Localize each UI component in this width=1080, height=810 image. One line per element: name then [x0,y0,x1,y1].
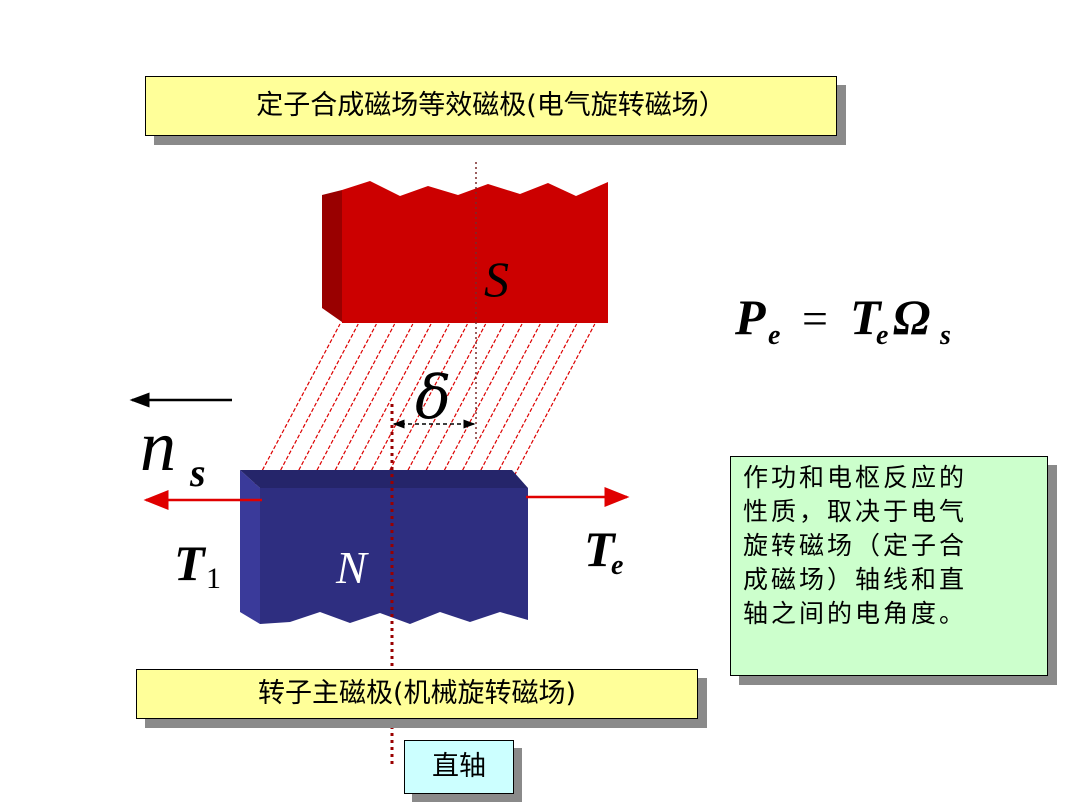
stator-pole [322,181,608,323]
field-line [399,323,487,487]
note-line: 成磁场）轴线和直 [743,565,968,594]
stator-label: 定子合成磁场等效磁极(电气旋转磁场） [145,76,837,136]
field-lines [253,323,596,487]
field-line [271,323,359,487]
field-line [344,323,432,487]
field-line [362,323,450,487]
equation-t: T [850,289,883,345]
equation-t-sub: e [876,320,888,351]
field-line [326,323,414,487]
rotor-pole [240,470,528,624]
torque-left-symbol: T [174,535,207,591]
field-line [490,323,578,487]
pole-n-label: N [335,542,369,593]
field-line [308,323,396,487]
note-line: 性质，取决于电气 [743,497,968,526]
note-line: 轴之间的电角度。 [743,599,968,628]
field-line [453,323,541,487]
direct-axis-label: 直轴 [404,740,514,794]
equation-omega: Ω [893,289,930,345]
equation-lhs-sub: e [768,320,780,351]
field-line [471,323,559,487]
field-line [289,323,377,487]
torque-right-subscript: e [611,550,623,581]
rotor-label: 转子主磁极(机械旋转磁场) [136,669,698,719]
note-line: 旋转磁场（定子合 [743,531,968,560]
field-line [417,323,505,487]
note-line: 作功和电枢反应的 [743,463,968,492]
speed-symbol: n [140,406,176,486]
pole-s-label: S [484,251,509,307]
equation-omega-sub: s [939,320,951,351]
field-line [253,323,341,487]
field-line [380,323,468,487]
equation-lhs: P [734,289,766,345]
field-line [508,323,596,487]
equation-eq: = [802,293,828,344]
torque-right-symbol: T [584,521,617,577]
power-equation: P e = T e Ω s [734,289,951,351]
note-box: 作功和电枢反应的 性质，取决于电气 旋转磁场（定子合 成磁场）轴线和直 轴之间的… [730,456,1048,676]
speed-subscript: s [189,450,206,495]
delta-symbol: δ [415,363,451,433]
torque-left-subscript: 1 [206,562,221,595]
field-line [435,323,523,487]
